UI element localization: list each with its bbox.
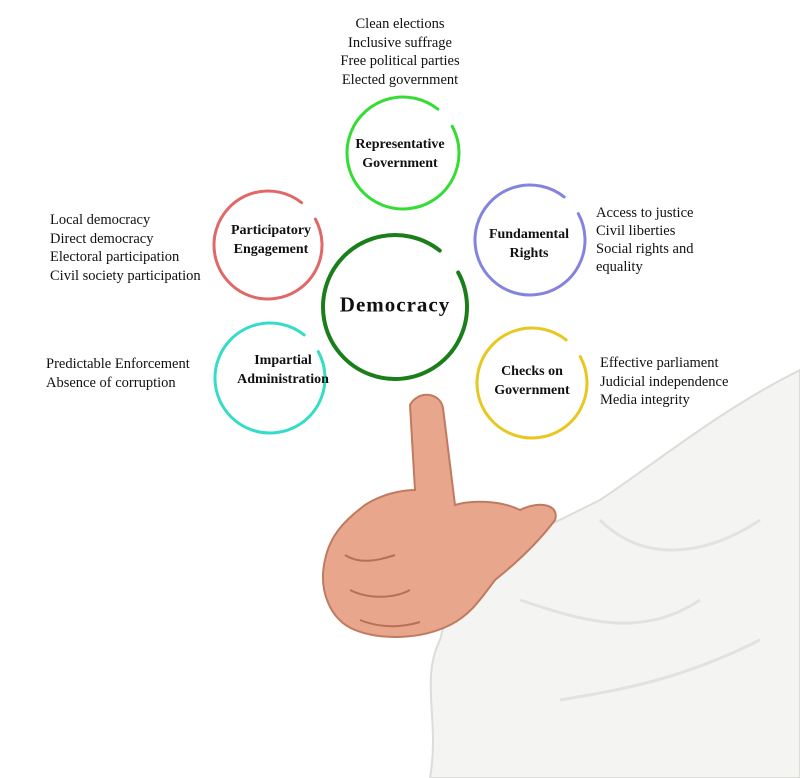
hand <box>322 393 557 638</box>
node-label-line: Government <box>494 383 570 398</box>
node-checks-on-government: Checks on Government <box>494 362 569 400</box>
node-representative-government: Representative Government <box>355 135 444 173</box>
list-item: Civil society participation <box>50 267 201 284</box>
list-representative: Clean elections Inclusive suffrage Free … <box>0 15 800 89</box>
node-participatory-engagement: Participatory Engagement <box>231 221 311 259</box>
list-item: Clean elections <box>355 16 445 32</box>
list-item: Inclusive suffrage <box>347 34 452 51</box>
list-item: Free political parties <box>340 53 460 69</box>
list-item: Judicial independence <box>600 373 729 390</box>
center-label-democracy: Democracy <box>339 292 451 317</box>
circles-group <box>212 95 589 440</box>
node-label-line: Administration <box>237 372 329 387</box>
circle-fundamental <box>473 183 587 297</box>
node-label-line: Impartial <box>254 353 312 368</box>
list-item: Direct democracy <box>50 230 154 247</box>
list-impartial: Predictable Enforcement Absence of corru… <box>46 355 190 392</box>
list-fundamental: Access to justice Civil liberties Social… <box>596 204 693 276</box>
circle-checks <box>475 326 589 440</box>
node-label-line: Participatory <box>230 223 312 238</box>
list-item: equality <box>596 259 643 275</box>
list-item: Local democracy <box>50 212 151 228</box>
circle-participatory <box>212 189 324 301</box>
node-label-line: Representative <box>355 137 445 152</box>
circle-impartial <box>213 321 327 435</box>
finger-creases <box>344 554 421 628</box>
list-item: Electoral participation <box>50 249 180 265</box>
list-item: Civil liberties <box>596 223 676 239</box>
shirt-folds <box>519 518 761 702</box>
list-item: Social rights and <box>596 241 694 257</box>
list-item: Media integrity <box>600 392 690 408</box>
node-label-line: Fundamental <box>488 227 570 242</box>
list-item: Predictable Enforcement <box>46 356 190 372</box>
node-label-line: Checks on <box>501 364 563 379</box>
node-label-line: Rights <box>509 246 549 261</box>
node-label-line: Engagement <box>233 242 309 257</box>
list-participatory: Local democracy Direct democracy Elector… <box>50 211 201 285</box>
node-label-line: Government <box>362 156 438 171</box>
list-checks: Effective parliament Judicial independen… <box>600 354 728 410</box>
list-item: Elected government <box>341 71 459 88</box>
list-item: Effective parliament <box>600 355 719 371</box>
node-fundamental-rights: Fundamental Rights <box>489 225 569 263</box>
list-item: Absence of corruption <box>46 374 176 391</box>
circle-democracy <box>321 233 469 381</box>
circle-representative <box>345 95 461 211</box>
list-item: Access to justice <box>596 205 694 221</box>
node-impartial-administration: Impartial Administration <box>237 351 329 389</box>
shirt-sleeve <box>428 368 800 778</box>
